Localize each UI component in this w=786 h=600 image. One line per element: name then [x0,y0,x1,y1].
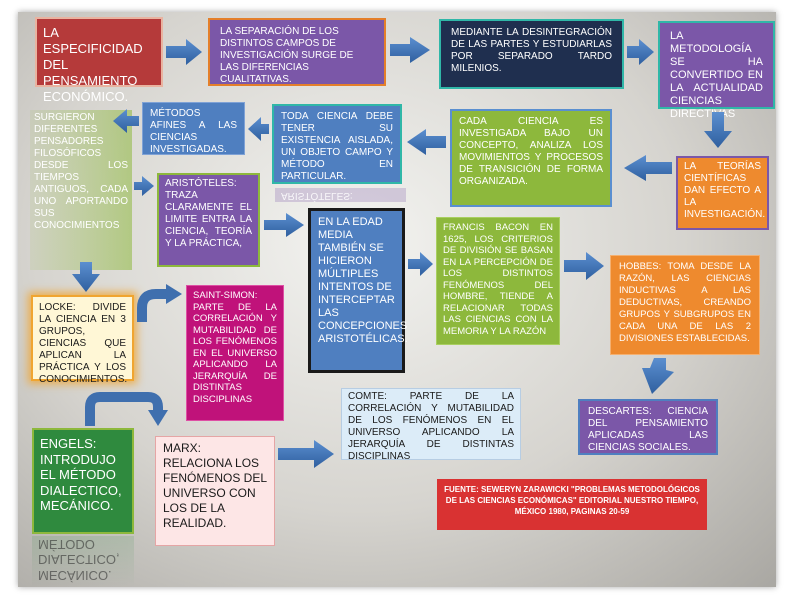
arrow-engels-to-marx-head [148,410,168,426]
descartes-box: DESCARTES: CIENCIA DEL PENSAMIENTO APLIC… [578,399,718,455]
metodos-afines-text: MÉTODOS AFINES A LAS CIENCIAS INVESTIGAD… [150,108,237,155]
arrow-teorias-to-cada-ciencia [624,155,672,181]
arrow-edad-media-to-bacon [408,252,433,276]
engels-box: ENGELS: INTRODUJO EL MÉTODO DIALECTICO, … [32,428,134,534]
aristoteles-reflection-text: ARISTÓTELES: [281,190,353,201]
engels-reflection: MECÁNICO. DIALECTICO, MÉTODO [32,536,134,587]
metodologia-text: LA METODOLOGÍA SE HA CONVERTIDO EN LA AC… [670,30,763,120]
arrow-marx-to-comte [278,440,334,468]
bacon-box: FRANCIS BACON EN 1625, LOS CRITERIOS DE … [436,217,560,345]
locke-box: LOCKE: DIVIDE LA CIENCIA EN 3 GRUPOS, CI… [31,295,134,385]
title-text: LA ESPECIFICIDAD DEL PENSAMIENTO ECONÓMI… [43,25,143,104]
bacon-text: FRANCIS BACON EN 1625, LOS CRITERIOS DE … [443,222,553,337]
arrow-engels-to-marx [85,392,163,426]
arrow-hobbes-to-descartes [642,358,674,394]
arrow-locke-to-saint-simon [137,289,168,322]
engels-text: ENGELS: INTRODUJO EL MÉTODO DIALECTICO, … [40,436,122,513]
marx-text: MARX: RELACIONA LOS FENÓMENOS DEL UNIVER… [163,441,267,530]
fuente-text: FUENTE: SEWERYN ZARAWICKI "PROBLEMAS MET… [444,485,700,516]
comte-box: COMTE: PARTE DE LA CORRELACIÓN Y MUTABIL… [341,388,521,462]
marx-box: MARX: RELACIONA LOS FENÓMENOS DEL UNIVER… [155,436,275,546]
metodologia-box: LA METODOLOGÍA SE HA CONVERTIDO EN LA AC… [658,21,775,120]
comte-text: COMTE: PARTE DE LA CORRELACIÓN Y MUTABIL… [348,391,514,462]
desintegracion-box: MEDIANTE LA DESINTEGRACIÓN DE LAS PARTES… [439,19,624,89]
cada-ciencia-text: CADA CIENCIA ES INVESTIGADA BAJO UN CONC… [459,116,603,187]
aristoteles-reflection: ARISTÓTELES: [275,188,406,202]
teorias-box: LA TEORÍAS CIENTÍFICAS DAN EFECTO A LA I… [676,156,769,230]
toda-ciencia-box: TODA CIENCIA DEBE TENER SU EXISTENCIA AI… [272,104,402,184]
aristoteles-box: ARISTÓTELES: TRAZA CLARAMENTE EL LIMITE … [157,173,260,267]
arrow-locke-to-saint-simon-head [166,284,182,304]
surgieron-text: SURGIERON DIFERENTES PENSADORES FILOSÓFI… [34,112,128,231]
edad-media-text: EN LA EDAD MEDIA TAMBIÉN SE HICIERON MÚL… [318,216,408,345]
toda-ciencia-text: TODA CIENCIA DEBE TENER SU EXISTENCIA AI… [281,111,393,182]
separacion-text: LA SEPARACIÓN DE LOS DISTINTOS CAMPOS DE… [220,26,354,85]
arrow-cada-ciencia-to-toda-ciencia [407,129,446,155]
arrow-surgieron-to-aristoteles [134,176,154,196]
metodos-afines-box: MÉTODOS AFINES A LAS CIENCIAS INVESTIGAD… [142,102,245,155]
arrow-bacon-to-hobbes [564,252,604,280]
edad-media-box: EN LA EDAD MEDIA TAMBIÉN SE HICIERON MÚL… [308,208,408,373]
saint-simon-box: SAINT-SIMON: PARTE DE LA CORRELACIÓN Y M… [186,285,284,421]
arrow-toda-ciencia-to-metodos [248,117,269,141]
surgieron-box: SURGIERON DIFERENTES PENSADORES FILOSÓFI… [30,110,132,270]
arrow-aristoteles-to-edad-media [264,213,304,237]
locke-text: LOCKE: DIVIDE LA CIENCIA EN 3 GRUPOS, CI… [39,302,128,385]
separacion-box: LA SEPARACIÓN DE LOS DISTINTOS CAMPOS DE… [208,18,386,86]
arrow-title-to-separacion [166,39,202,65]
desintegracion-text: MEDIANTE LA DESINTEGRACIÓN DE LAS PARTES… [451,27,612,74]
diagram-canvas: LA ESPECIFICIDAD DEL PENSAMIENTO ECONÓMI… [18,12,776,587]
descartes-text: DESCARTES: CIENCIA DEL PENSAMIENTO APLIC… [588,406,708,453]
hobbes-box: HOBBES: TOMA DESDE LA RAZÓN, LAS CIENCIA… [610,255,760,355]
title-box: LA ESPECIFICIDAD DEL PENSAMIENTO ECONÓMI… [35,17,163,104]
fuente-box: FUENTE: SEWERYN ZARAWICKI "PROBLEMAS MET… [437,479,707,530]
saint-simon-text: SAINT-SIMON: PARTE DE LA CORRELACIÓN Y M… [193,290,277,405]
teorias-text: LA TEORÍAS CIENTÍFICAS DAN EFECTO A LA I… [684,161,766,220]
aristoteles-text: ARISTÓTELES: TRAZA CLARAMENTE EL LIMITE … [165,178,252,249]
engels-reflection-text: MECÁNICO. DIALECTICO, MÉTODO [38,537,120,583]
arrow-separacion-to-desintegracion [390,37,430,63]
hobbes-text: HOBBES: TOMA DESDE LA RAZÓN, LAS CIENCIA… [619,261,751,344]
cada-ciencia-box: CADA CIENCIA ES INVESTIGADA BAJO UN CONC… [450,109,612,207]
arrow-desintegracion-to-metodologia [627,39,654,65]
